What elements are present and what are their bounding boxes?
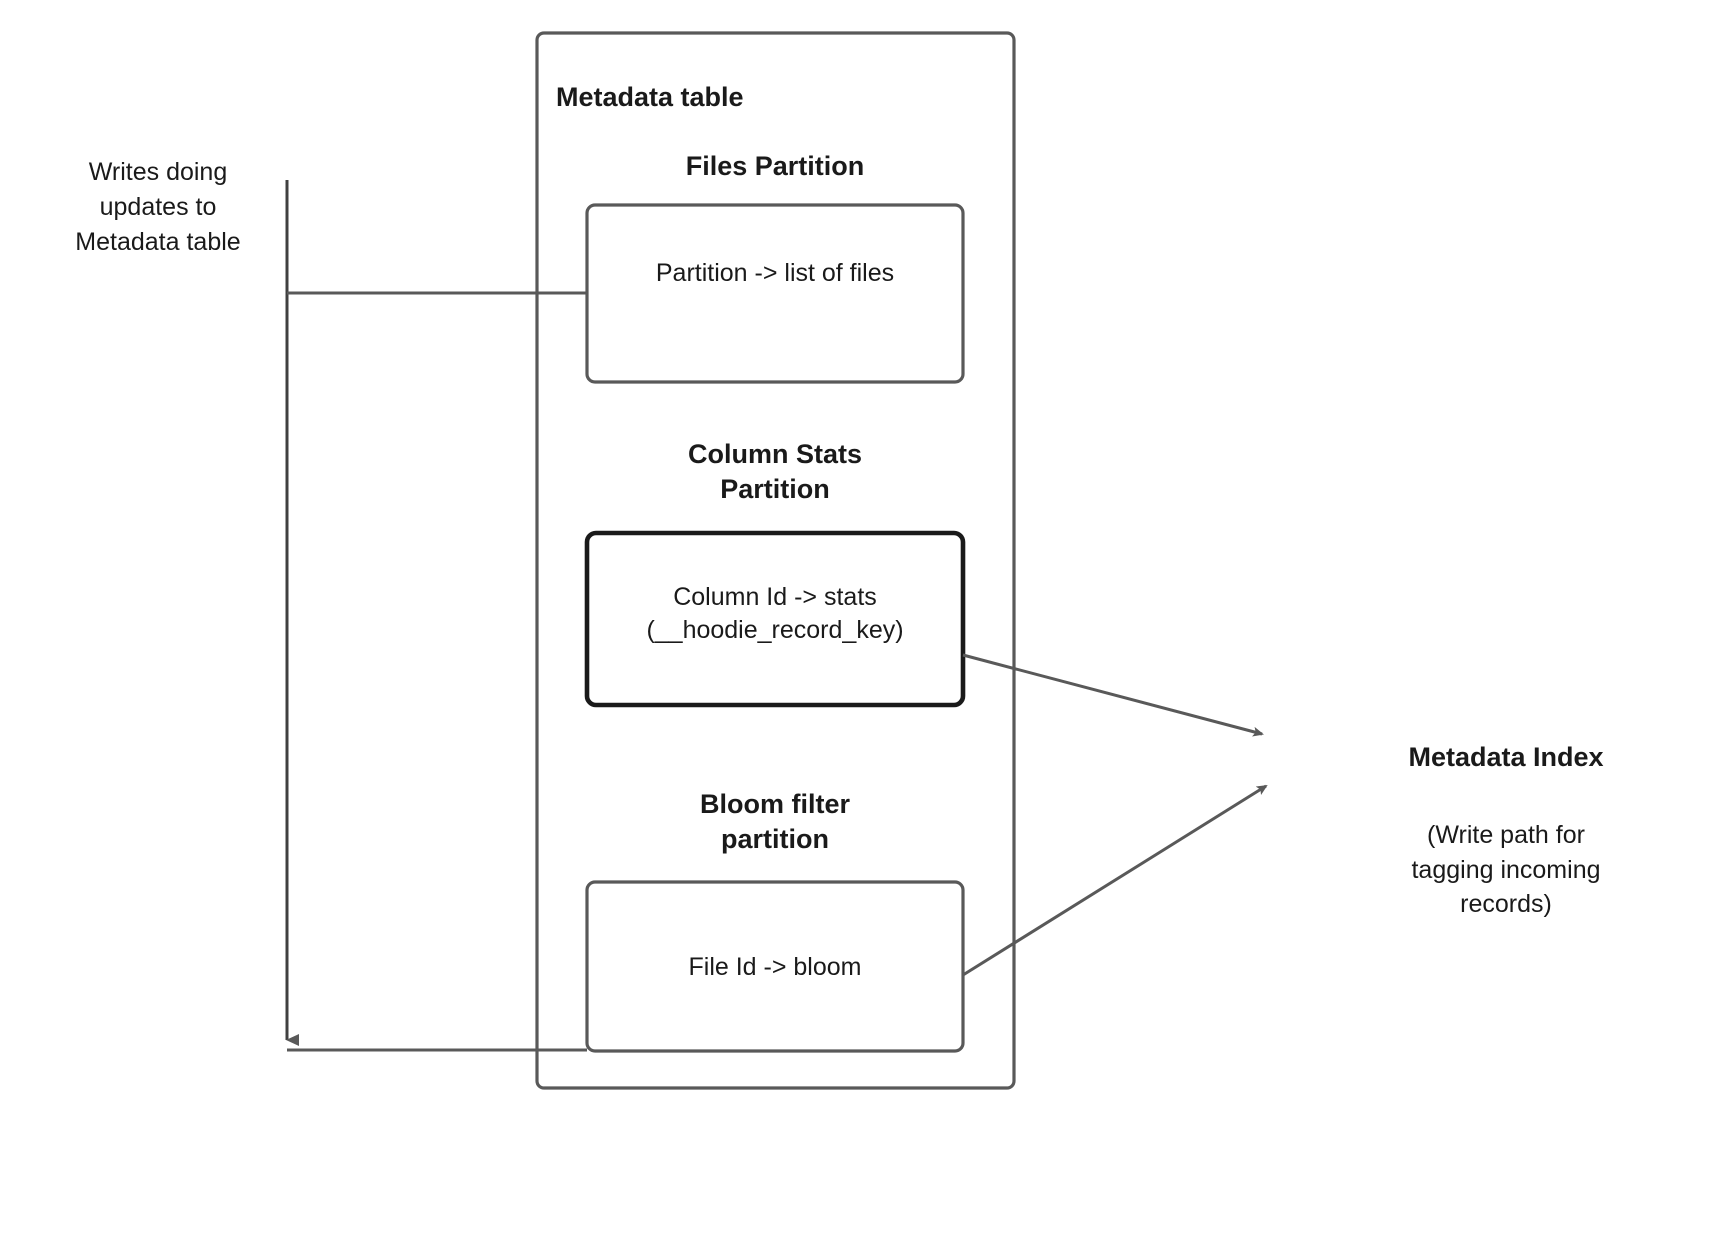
bloom-filter-partition-box-label: File Id -> bloom (688, 953, 862, 981)
metadata-index-title: Metadata Index (1408, 742, 1604, 772)
metadata-index-note: (Write path for tagging incoming records… (1411, 821, 1601, 918)
column-stats-partition-box-label: Column Id -> stats (__hoodie_record_key) (646, 583, 904, 644)
metadata-table-outer-box (535, 31, 1016, 1090)
arrow-colstats-to-metadata-index (962, 653, 1264, 737)
column-stats-partition-heading: Column Stats Partition (687, 439, 862, 505)
files-partition-box-label: Partition -> list of files (655, 259, 895, 287)
writes-caption-label: Writes doing updates to Metadata table (75, 158, 241, 256)
files-partition-heading: Files Partition (685, 151, 865, 181)
files-partition-box (585, 203, 965, 384)
bloom-filter-partition-heading: Bloom filter partition (699, 789, 850, 855)
metadata-table-title: Metadata table (556, 82, 744, 112)
arrow-bloom-to-metadata-index (962, 784, 1268, 977)
